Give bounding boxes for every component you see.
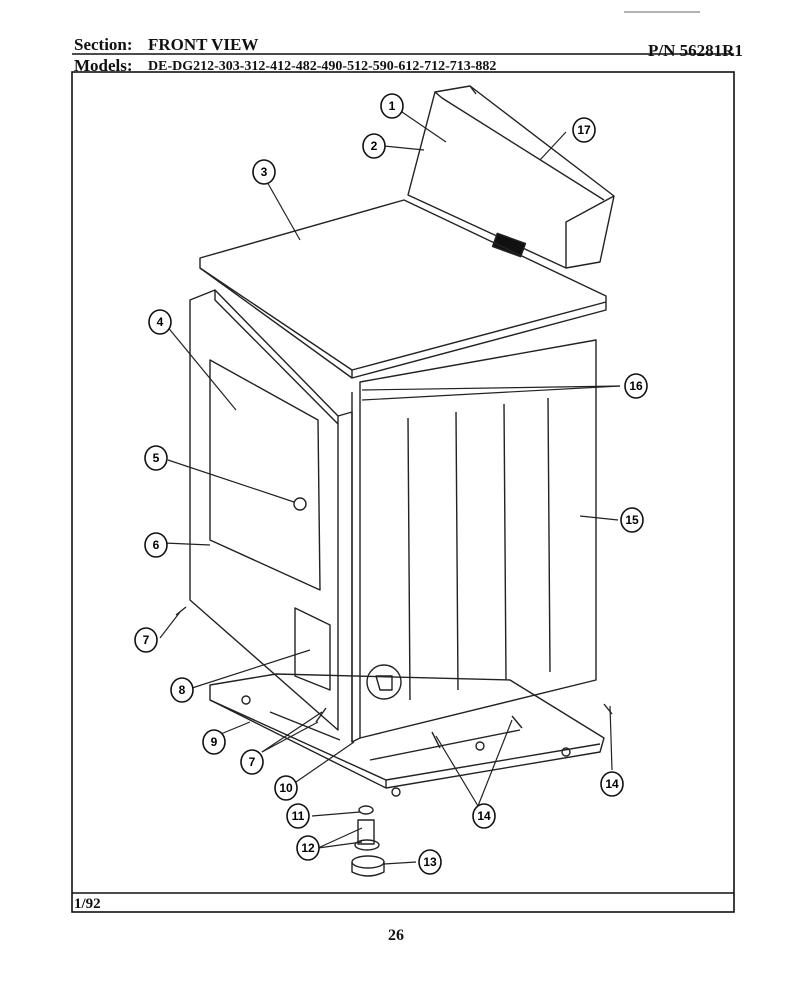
models-label: Models: [74, 56, 133, 75]
callout-number: 13 [423, 855, 437, 869]
callout-8: 8 [170, 677, 194, 703]
callout-number: 7 [143, 633, 150, 647]
callout-number: 3 [261, 165, 268, 179]
callout-number: 17 [577, 123, 591, 137]
callout-circle [620, 507, 644, 533]
dryer-linework [175, 85, 615, 877]
leader-lines [159, 111, 621, 865]
cabinet [351, 339, 597, 743]
callout-number: 14 [605, 777, 619, 791]
callout-circle [144, 445, 168, 471]
callout-number: 15 [625, 513, 639, 527]
callout-7: 7 [240, 749, 264, 775]
callout-circle [624, 373, 648, 399]
callout-circle [202, 729, 226, 755]
callout-circle [362, 133, 386, 159]
footer-date: 1/92 [74, 896, 101, 912]
dryer-top [199, 199, 607, 379]
front-panel [189, 289, 353, 742]
callout-number: 5 [153, 451, 160, 465]
callout-1: 1 [380, 93, 404, 119]
callout-16: 16 [624, 373, 648, 399]
callout-12: 12 [296, 835, 320, 861]
callout-circle [134, 627, 158, 653]
callout-14: 14 [472, 803, 496, 829]
callout-circle [274, 775, 298, 801]
screws [175, 606, 613, 749]
callout-number: 9 [211, 735, 218, 749]
callout-number: 4 [157, 315, 164, 329]
callout-number: 1 [389, 99, 396, 113]
callout-circle [286, 803, 310, 829]
callout-number: 2 [371, 139, 378, 153]
callout-14: 14 [600, 771, 624, 797]
callout-number: 10 [279, 781, 293, 795]
callout-circle [240, 749, 264, 775]
callout-number: 12 [301, 841, 315, 855]
section-label: Section: [74, 35, 133, 54]
part-number: P/N 56281R1 [648, 41, 743, 60]
callout-number: 16 [629, 379, 643, 393]
callout-circle [572, 117, 596, 143]
callout-number: 8 [179, 683, 186, 697]
callout-circle [144, 532, 168, 558]
callout-2: 2 [362, 133, 386, 159]
page-number: 26 [388, 927, 404, 944]
base [209, 673, 605, 797]
models-value: DE-DG212-303-312-412-482-490-512-590-612… [148, 59, 497, 74]
callout-number: 11 [292, 809, 305, 823]
callout-circle [472, 803, 496, 829]
callout-11: 11 [286, 803, 310, 829]
callout-7: 7 [134, 627, 158, 653]
callout-circle [252, 159, 276, 185]
callout-9: 9 [202, 729, 226, 755]
callout-number: 6 [153, 538, 160, 552]
callout-number: 14 [477, 809, 491, 823]
callout-circle [296, 835, 320, 861]
callout-4: 4 [148, 309, 172, 335]
callout-circle [380, 93, 404, 119]
callout-circle [170, 677, 194, 703]
callout-circle [418, 849, 442, 875]
callout-circle [148, 309, 172, 335]
callout-circle [600, 771, 624, 797]
callout-17: 17 [572, 117, 596, 143]
diagram-frame [71, 71, 735, 913]
callout-number: 7 [249, 755, 256, 769]
callout-5: 5 [144, 445, 168, 471]
leveling-leg [351, 805, 385, 877]
callout-3: 3 [252, 159, 276, 185]
callout-6: 6 [144, 532, 168, 558]
callout-10: 10 [274, 775, 298, 801]
control-panel [407, 85, 615, 269]
callout-13: 13 [418, 849, 442, 875]
callout-15: 15 [620, 507, 644, 533]
section-value: FRONT VIEW [148, 35, 259, 54]
